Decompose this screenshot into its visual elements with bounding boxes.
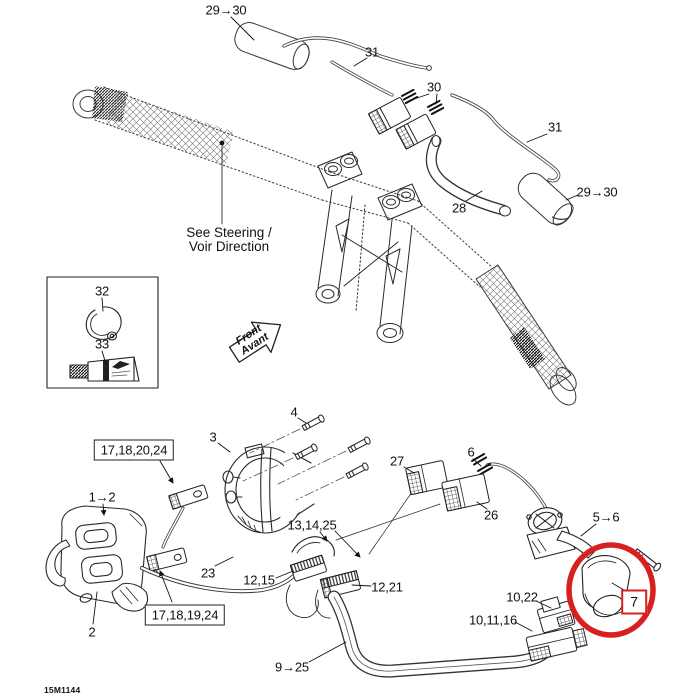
part-label-10-22: 10,22 bbox=[506, 589, 538, 605]
part-label-7-highlighted: 7 bbox=[621, 589, 647, 615]
pcb-17-18-20-24 bbox=[161, 484, 209, 549]
connector-10-11-16 bbox=[525, 627, 588, 662]
part-label-12-21: 12,21 bbox=[371, 579, 403, 595]
parts-box-32-33 bbox=[46, 276, 159, 389]
part-7 bbox=[581, 548, 662, 618]
see-steering-note: See Steering / Voir Direction bbox=[186, 226, 272, 254]
see-steering-note-line2: Voir Direction bbox=[188, 239, 270, 254]
connector-12-21 bbox=[319, 570, 361, 599]
part-label-17-18-19-24: 17,18,19,24 bbox=[144, 604, 226, 626]
part-label-3: 3 bbox=[209, 429, 217, 445]
harness-9-25 bbox=[327, 590, 558, 678]
part-label-17-18-20-24: 17,18,20,24 bbox=[93, 439, 175, 461]
part-label-28: 28 bbox=[451, 200, 467, 216]
part-label-13-14-25: 13,14,25 bbox=[287, 517, 337, 533]
part-label-10-11-16: 10,11,16 bbox=[468, 612, 518, 628]
part-label-30: 30 bbox=[426, 79, 442, 95]
part-label-5-6: 5→6 bbox=[592, 509, 620, 525]
front-direction-arrow bbox=[228, 321, 282, 363]
part-label-1-2: 1→2 bbox=[88, 489, 116, 505]
pcb-17-18-19-24 bbox=[146, 547, 188, 581]
part-label-2: 2 bbox=[88, 624, 96, 640]
part-label-6: 6 bbox=[467, 444, 475, 460]
part-label-31-upper: 31 bbox=[364, 44, 380, 60]
connector-12-15 bbox=[289, 554, 327, 582]
leader-lines bbox=[92, 16, 597, 663]
part-label-23: 23 bbox=[200, 565, 216, 581]
throttle-lever-5-6 bbox=[485, 462, 596, 560]
handlebar bbox=[72, 86, 577, 406]
screws-4 bbox=[242, 414, 371, 501]
part-label-12-15: 12,15 bbox=[243, 572, 275, 588]
clamp-marks-6 bbox=[471, 453, 494, 476]
connector-10-22 bbox=[537, 596, 576, 634]
part-label-27: 27 bbox=[389, 453, 405, 469]
part-label-29-30-right: 29→30 bbox=[576, 184, 618, 200]
switch-cluster-1-2 bbox=[45, 505, 149, 612]
part-label-29-30-left: 29→30 bbox=[205, 2, 247, 18]
top-wires-and-grips bbox=[234, 22, 574, 226]
connector-cluster bbox=[286, 491, 441, 619]
part-label-32: 32 bbox=[94, 283, 110, 299]
part-label-33: 33 bbox=[94, 336, 110, 352]
part-label-9-25: 9→25 bbox=[275, 659, 309, 675]
highlight-circle bbox=[566, 542, 656, 638]
part-label-4: 4 bbox=[290, 404, 298, 420]
connector-27 bbox=[405, 460, 449, 496]
steering-riser bbox=[315, 151, 423, 343]
part-label-31-right: 31 bbox=[547, 119, 563, 135]
connector-26 bbox=[441, 473, 490, 512]
part-label-26: 26 bbox=[483, 507, 499, 523]
wire-23 bbox=[140, 566, 299, 594]
see-steering-note-line1: See Steering / bbox=[186, 225, 272, 240]
drawing-code: 15M1144 bbox=[44, 685, 81, 695]
